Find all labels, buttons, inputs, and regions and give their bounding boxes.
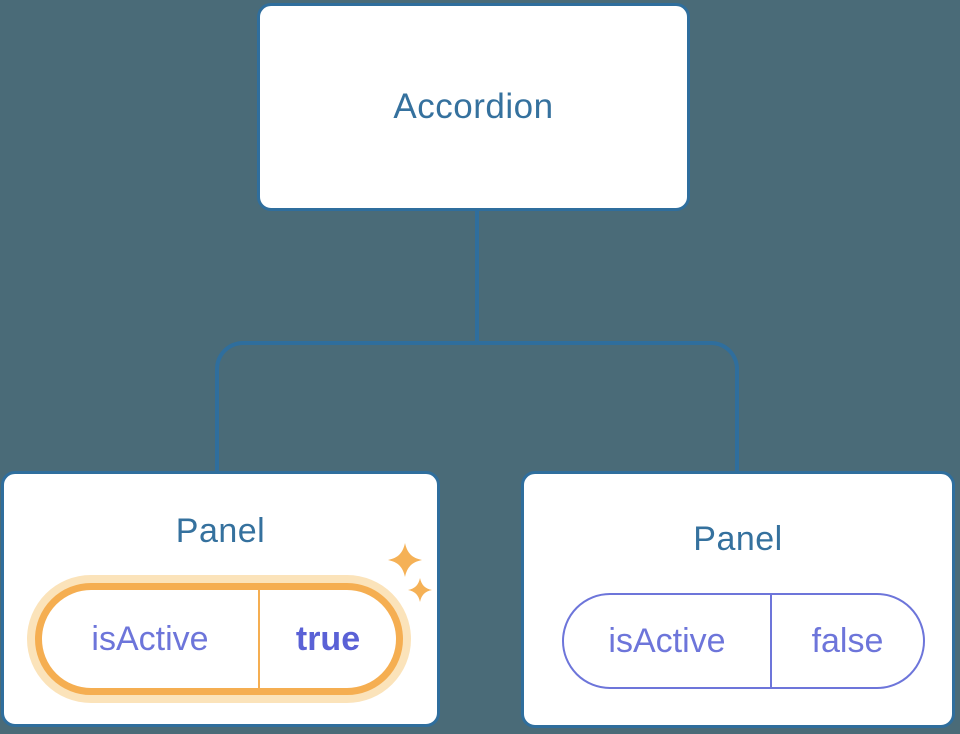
state-value: false xyxy=(770,595,923,687)
state-name: isActive xyxy=(91,619,209,658)
panel-component-box-inactive: Panel isActive false xyxy=(521,471,955,728)
panel-component-box-active: Panel isActive true xyxy=(1,471,440,727)
panel-title: Panel xyxy=(693,520,783,558)
state-pill-active: isActive true xyxy=(35,583,403,695)
state-name: isActive xyxy=(608,621,726,660)
connector-branch-line xyxy=(215,341,739,471)
panel-title: Panel xyxy=(175,512,266,550)
accordion-component-box: Accordion xyxy=(257,3,690,211)
sparkle-icon xyxy=(388,543,422,577)
accordion-label: Accordion xyxy=(393,87,554,126)
state-pill-inactive: isActive false xyxy=(562,593,925,689)
connector-stem-line xyxy=(475,209,479,345)
sparkle-icon xyxy=(408,578,432,602)
state-value: true xyxy=(258,590,396,688)
